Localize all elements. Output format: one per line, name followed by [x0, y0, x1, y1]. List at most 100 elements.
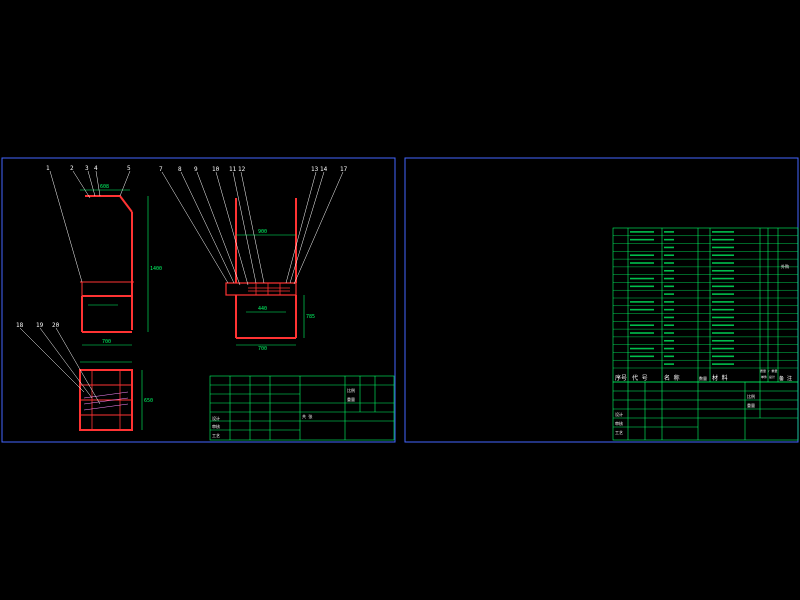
balloon-4: 4: [94, 165, 98, 172]
bom-cell-text: [712, 332, 734, 334]
bom-cell-text: [664, 301, 674, 303]
balloon-8: 8: [178, 166, 182, 173]
right-sheet: 序号 代 号 名 称 数量 材 料 单件 总计 备 注 质量 / 重量 外购: [404, 157, 799, 443]
balloon-7: 7: [159, 166, 163, 173]
front-view: [80, 195, 134, 333]
bom-cell-text: [712, 308, 734, 311]
balloon-13: 13: [311, 166, 319, 173]
dim-side-bottom: 700: [258, 346, 267, 352]
bom-cell-text: [712, 339, 734, 342]
bom-header-remark: 备 注: [779, 375, 792, 382]
balloon-17: 17: [340, 166, 348, 173]
bom-cell-text: [664, 246, 674, 249]
side-leaders: [161, 171, 344, 286]
bom-cell-text: [630, 285, 654, 288]
left-sheet-border: [1, 157, 396, 443]
dim-front-height: 1400: [150, 266, 162, 272]
bom-cell-text: [712, 316, 734, 319]
side-view-details: [248, 283, 290, 295]
right-title-labels: 设计 审核 工艺 比例 重量: [615, 393, 755, 435]
bom-cell-text: [664, 262, 674, 264]
bom-cell-text: [712, 246, 734, 249]
left-sheet: 608 1400 700 1 2 3 4 5: [1, 157, 396, 443]
tb-right-label-0: 设计: [615, 411, 623, 417]
balloon-20: 20: [52, 322, 60, 329]
plan-view-dims: [80, 361, 143, 430]
bom-cell-text: [630, 277, 654, 280]
bom-cell-text: [664, 293, 674, 295]
bom-header-code: 代 号: [632, 374, 648, 382]
bom-cell-text: [630, 332, 654, 334]
bom-cell-text: [712, 301, 734, 303]
bom-header-unit: 单件: [761, 374, 767, 379]
bom-cell-text: [712, 324, 734, 327]
bom-cell-text: [712, 262, 734, 264]
tb-right-label-2: 工艺: [615, 430, 623, 435]
tb-left-label-0: 设计: [212, 415, 220, 421]
bom-cell-text: [712, 238, 734, 241]
balloon-14: 14: [320, 166, 328, 173]
bom-cell-text: [712, 269, 734, 272]
bom-cell-text: [630, 301, 654, 303]
bom-cell-text: [630, 231, 654, 233]
plan-view-hatching: [83, 391, 129, 411]
bom-cell-text: [664, 363, 674, 365]
plan-view: [79, 369, 133, 431]
bom-cell-text: [664, 308, 674, 311]
front-leaders: [49, 170, 131, 283]
tb-right-label-6: 重量: [747, 402, 755, 408]
bom-cell-text: [664, 332, 674, 334]
dim-plan-height: 650: [144, 398, 153, 404]
left-title-labels: 设计 审核 工艺 比例 重量 共 张: [212, 387, 355, 438]
dim-side-width: 900: [258, 229, 267, 235]
balloon-5: 5: [127, 165, 131, 172]
bom-cell-text: [630, 254, 654, 257]
bom-header-total: 总计: [769, 374, 775, 379]
bom-cell-text: [664, 254, 674, 257]
bom-cell-text: [630, 347, 654, 350]
bom-remark: 外购: [781, 263, 789, 269]
right-sheet-border: [404, 157, 799, 443]
bom-cell-text: [712, 347, 734, 350]
dim-front-top: 608: [100, 184, 109, 190]
balloon-11: 11: [229, 166, 237, 173]
bom-cell-text: [630, 324, 654, 327]
bom-cell-text: [664, 277, 674, 280]
plan-leaders: [19, 327, 101, 405]
tb-left-label-2: 工艺: [212, 433, 220, 438]
bom-cell-text: [630, 262, 654, 264]
balloon-3: 3: [85, 165, 89, 172]
balloon-18: 18: [16, 322, 24, 329]
bom-cell-text: [712, 231, 734, 233]
dim-side-height: 785: [306, 314, 315, 320]
bom-cell-text: [630, 355, 654, 358]
balloon-2: 2: [70, 165, 74, 172]
bom-cell-text: [664, 347, 674, 350]
bom-rows: [613, 235, 798, 369]
left-title-block: [209, 375, 395, 441]
bom-cell-text: [712, 277, 734, 280]
bom-cell-text: [712, 285, 734, 288]
bom-row-fills: [630, 231, 734, 365]
tb-left-label-5: 比例: [347, 387, 355, 393]
tb-right-label-5: 比例: [747, 393, 755, 399]
front-view-dims: [80, 189, 149, 346]
balloon-9: 9: [194, 166, 198, 173]
bom-cell-text: [712, 254, 734, 257]
balloon-19: 19: [36, 322, 44, 329]
tb-left-label-1: 审核: [212, 423, 220, 429]
bom-cell-text: [664, 238, 674, 241]
balloon-12: 12: [238, 166, 246, 173]
side-view-dims: [236, 234, 305, 346]
bom-header-index: 序号: [615, 374, 627, 382]
bom-cell-text: [630, 238, 654, 241]
right-title-block: [612, 381, 799, 441]
bom-cell-text: [664, 269, 674, 272]
tb-left-label-6: 重量: [347, 396, 355, 402]
bom-cell-text: [664, 285, 674, 288]
bom-cell-text: [664, 339, 674, 342]
balloon-10: 10: [212, 166, 220, 173]
bom-cell-text: [664, 355, 674, 358]
dim-front-bottom: 700: [102, 339, 111, 345]
